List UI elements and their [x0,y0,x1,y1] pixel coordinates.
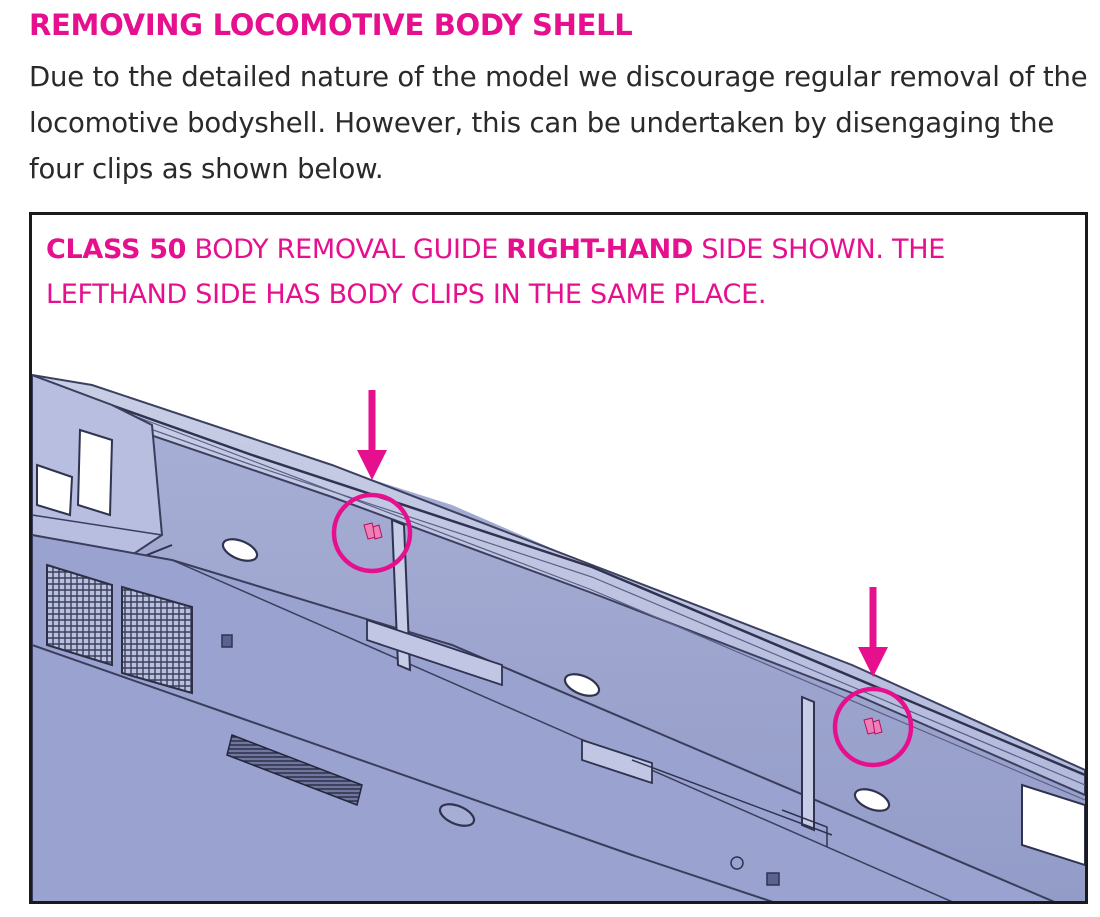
figure-panel: CLASS 50 BODY REMOVAL GUIDE RIGHT-HAND S… [29,212,1088,904]
cab-front [32,373,173,567]
figure-caption: CLASS 50 BODY REMOVAL GUIDE RIGHT-HAND S… [46,227,1046,317]
side-grilles [46,563,363,807]
small-details [221,634,1085,886]
caption-bold-class: CLASS 50 [46,234,187,265]
intro-paragraph: Due to the detailed nature of the model … [29,61,1088,185]
clip-marker-2 [832,587,914,768]
clip-marker-1 [331,390,413,574]
caption-text-part2: SIDE SHOWN. THE LEFTHAND SIDE HAS BODY C… [46,234,945,310]
partition-walls [366,518,833,847]
body-lower-side [32,514,1055,901]
locomotive-bodyshell-drawing [32,373,1085,901]
caption-text-part1: BODY REMOVAL GUIDE [186,234,507,265]
caption-bold-side: RIGHT-HAND [506,234,694,265]
section-heading: REMOVING LOCOMOTIVE BODY SHELL [29,8,633,42]
oval-slots [221,538,891,827]
